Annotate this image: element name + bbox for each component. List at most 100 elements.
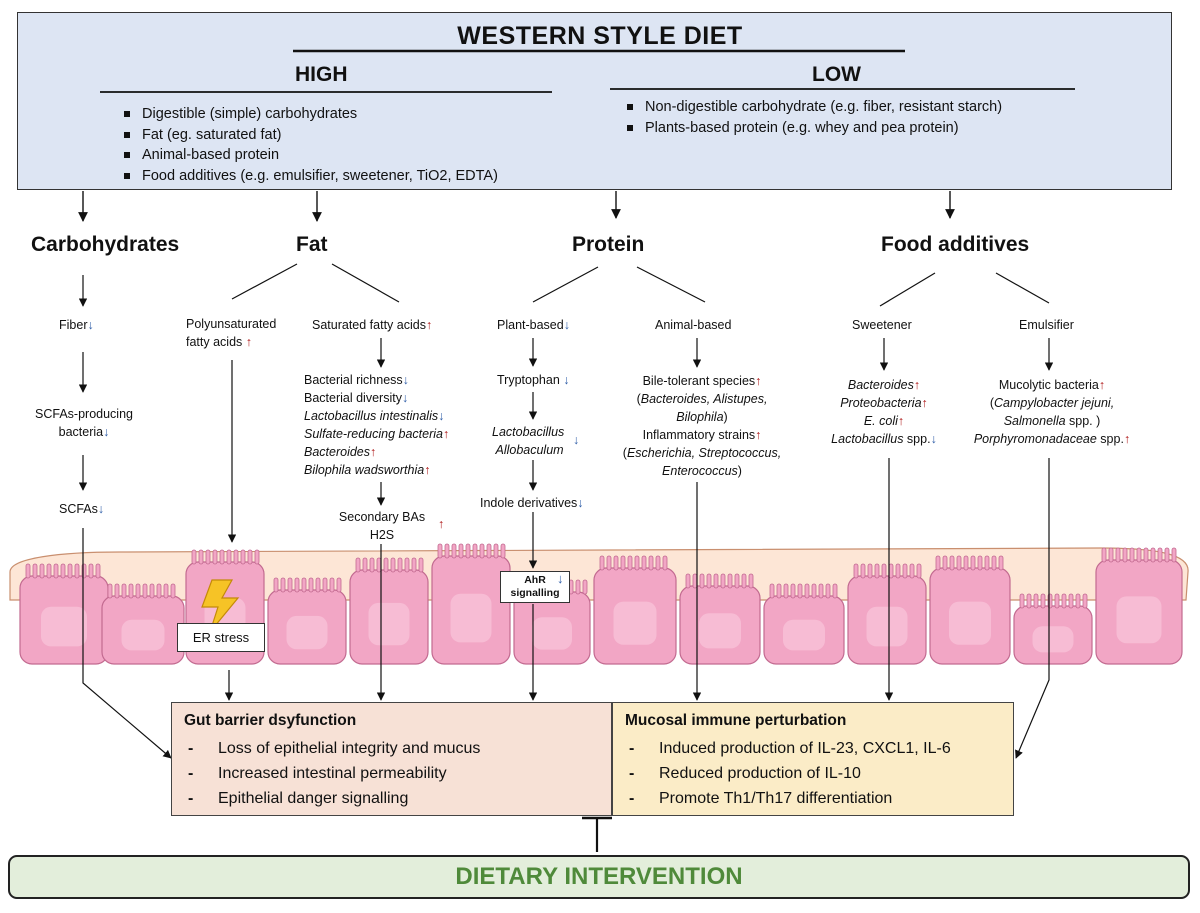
category-carbohydrates: Carbohydrates [31, 233, 180, 256]
high-item: Digestible (simple) carbohydrates [122, 104, 498, 125]
microvillus [240, 549, 246, 565]
microvillus [465, 543, 471, 559]
microvillus [699, 573, 705, 589]
microvillus [575, 579, 581, 595]
cell-nucleus [286, 615, 328, 650]
microvillus [748, 573, 754, 589]
gut-barrier-list: Loss of epithelial integrity and mucus I… [184, 736, 480, 811]
microvillus [685, 573, 691, 589]
dietary-intervention-box: DIETARY INTERVENTION [8, 855, 1190, 899]
barrier-item: Increased intestinal permeability [184, 761, 480, 786]
microvillus [776, 583, 782, 599]
microvillus [741, 573, 747, 589]
microvillus [46, 563, 52, 579]
microvillus [273, 577, 279, 593]
microvillus [1019, 593, 1025, 609]
cell-nucleus [613, 601, 657, 645]
microvillus [582, 579, 588, 595]
microvillus [212, 549, 218, 565]
sfa-node: Saturated fatty acids↑ [312, 318, 433, 332]
high-items-list: Digestible (simple) carbohydrates Fat (e… [122, 104, 498, 186]
microvillus [437, 543, 443, 559]
low-label: LOW [812, 63, 861, 86]
microvillus [156, 583, 162, 599]
low-items-list: Non-digestible carbohydrate (e.g. fiber,… [625, 97, 1002, 138]
cell-nucleus [532, 617, 572, 650]
microvillus [362, 557, 368, 573]
microvillus [95, 563, 101, 579]
microvillus [853, 563, 859, 579]
high-item: Fat (eg. saturated fat) [122, 125, 498, 146]
epithelium-cells [19, 543, 1183, 665]
microvillus [500, 543, 506, 559]
microvillus [451, 543, 457, 559]
cell-nucleus [41, 606, 87, 647]
diagram-title: WESTERN STYLE DIET [457, 22, 743, 50]
microvillus [336, 577, 342, 593]
microvillus [970, 555, 976, 571]
microvillus [418, 557, 424, 573]
category-fat: Fat [296, 233, 328, 256]
mucosal-immune-box: Mucosal immune perturbation Induced prod… [612, 702, 1014, 816]
microvillus [620, 555, 626, 571]
effect-bacteroides: Bacteroides↑ [304, 445, 377, 459]
indole-node: Indole derivatives↓ [480, 496, 584, 510]
microvillus [881, 563, 887, 579]
microvillus [322, 577, 328, 593]
microvillus [1040, 593, 1046, 609]
fiber-node: Fiber↓ [59, 318, 94, 332]
sweetener-effects: Bacteroides↑ Proteobacteria↑ E. coli↑ La… [815, 376, 953, 448]
microvillus [727, 573, 733, 589]
microvillus [825, 583, 831, 599]
microvillus [32, 563, 38, 579]
microvillus [916, 563, 922, 579]
microvillus [294, 577, 300, 593]
lacto-allo-arrow: ↓ [573, 433, 580, 447]
cell-nucleus [949, 601, 991, 645]
microvillus [39, 563, 45, 579]
tryptophan-node: Tryptophan ↓ [497, 373, 570, 387]
microvillus [329, 577, 335, 593]
immune-item: Induced production of IL-23, CXCL1, IL-6 [625, 736, 951, 761]
microvillus [128, 583, 134, 599]
microvillus [25, 563, 31, 579]
lightning-icon [201, 579, 240, 633]
microvillus [713, 573, 719, 589]
microvillus [226, 549, 232, 565]
microvillus [1164, 547, 1170, 563]
microvillus [769, 583, 775, 599]
microvillus [902, 563, 908, 579]
cell-nucleus [699, 613, 741, 649]
microvillus [135, 583, 141, 599]
microvillus [627, 555, 633, 571]
effect-proteobacteria: Proteobacteria↑ [840, 396, 928, 410]
microvillus [67, 563, 73, 579]
microvillus [142, 583, 148, 599]
microvillus [956, 555, 962, 571]
microvillus [991, 555, 997, 571]
effect-sulfate-reducing-bacteria: Sulfate-reducing bacteria↑ [304, 427, 450, 441]
microvillus [963, 555, 969, 571]
microvillus [1026, 593, 1032, 609]
microvillus [486, 543, 492, 559]
cell-nucleus [121, 619, 165, 651]
microvillus [648, 555, 654, 571]
microvillus [280, 577, 286, 593]
microvillus [287, 577, 293, 593]
microvillus [472, 543, 478, 559]
microvillus [397, 557, 403, 573]
microvillus [205, 549, 211, 565]
porphyromonadaceae: Porphyromonadaceae spp.↑ [973, 432, 1131, 446]
emulsifier-effects: Mucolytic bacteria↑ (Campylobacter jejun… [956, 376, 1148, 448]
er-stress-box: ER stress [177, 623, 265, 652]
microvillus [909, 563, 915, 579]
effect-e-coli: E. coli↑ [863, 414, 905, 428]
microvillus [1150, 547, 1156, 563]
microvillus [832, 583, 838, 599]
ahr-arrow: ↓ [557, 571, 564, 586]
microvillus [797, 583, 803, 599]
microvillus [254, 549, 260, 565]
